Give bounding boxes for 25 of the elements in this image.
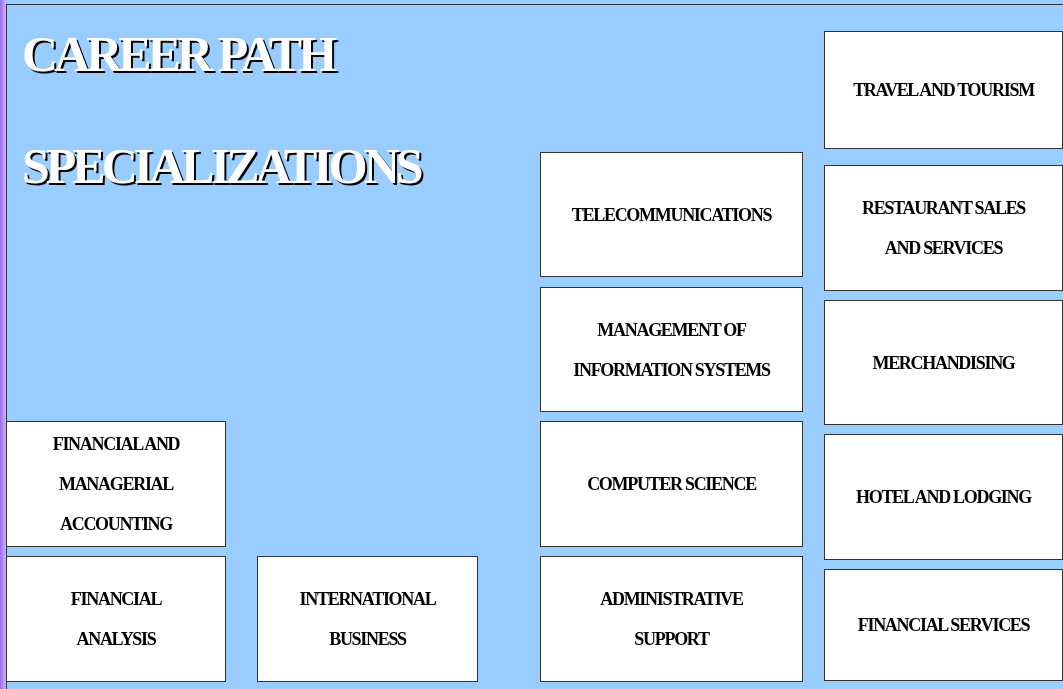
specialization-label: COMPUTER SCIENCE (587, 473, 756, 496)
specialization-label: ADMINISTRATIVE SUPPORT (599, 588, 744, 651)
specialization-box (824, 434, 1063, 560)
specialization-label: INTERNATIONAL BUSINESS (298, 588, 437, 651)
specialization-label: HOTEL AND LODGING (856, 486, 1031, 509)
specialization-box (824, 300, 1063, 425)
specialization-box (6, 421, 226, 547)
specialization-label: FINANCIAL ANALYSIS (69, 588, 163, 651)
specialization-label: FINANCIAL AND MANAGERIAL ACCOUNTING (51, 433, 181, 536)
diagram-title: CAREER PATH SPECIALIZATIONS (22, 25, 422, 196)
specialization-label: MANAGEMENT OF INFORMATION SYSTEMS (572, 318, 772, 382)
specialization-box (824, 31, 1063, 149)
specialization-box (540, 556, 803, 682)
specialization-label: TRAVEL AND TOURISM (853, 79, 1034, 102)
specialization-box (540, 152, 803, 277)
specialization-box (824, 569, 1063, 681)
specialization-label: TELECOMMUNICATIONS (571, 203, 772, 227)
specialization-box (6, 556, 226, 682)
specialization-box (824, 165, 1063, 291)
specialization-label: RESTAURANT SALES AND SERVICES (860, 197, 1027, 260)
specialization-box (540, 287, 803, 412)
specialization-box (540, 421, 803, 547)
specialization-box (257, 556, 478, 682)
specialization-label: MERCHANDISING (872, 351, 1015, 375)
specialization-label: FINANCIAL SERVICES (857, 614, 1030, 637)
